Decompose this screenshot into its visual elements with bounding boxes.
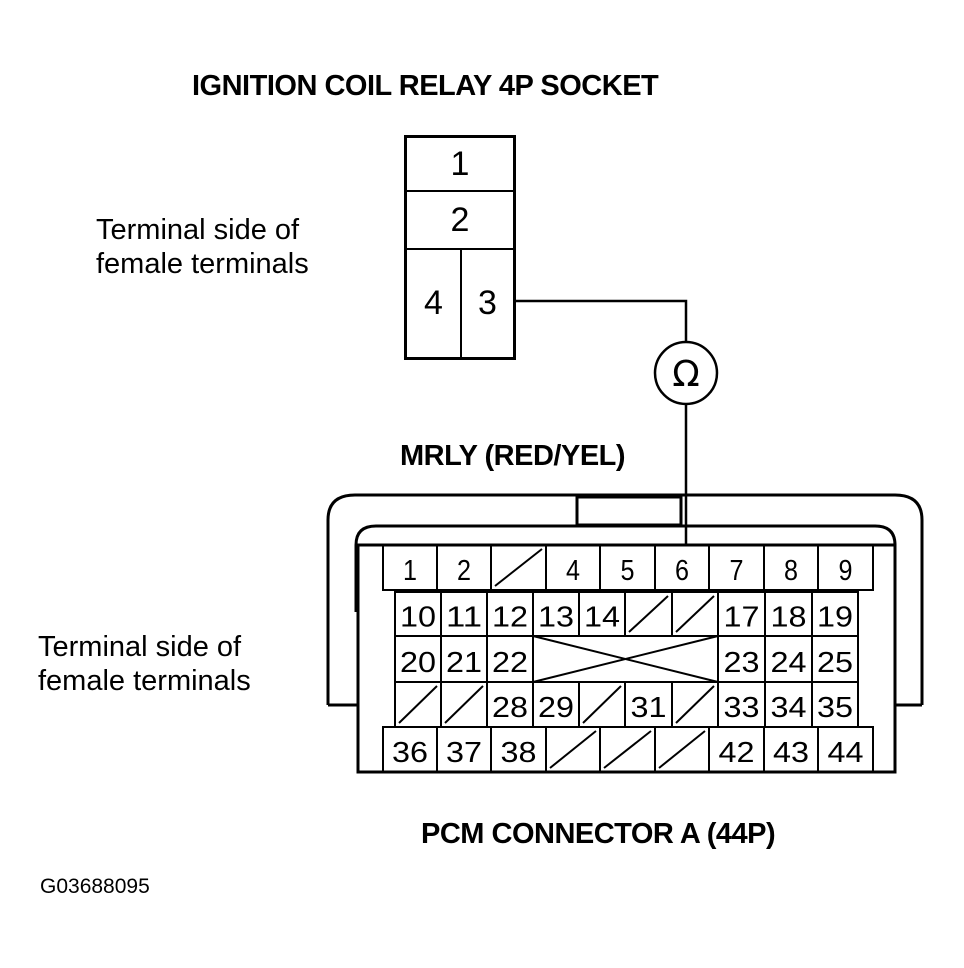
- pcm-pin-22: 22: [492, 647, 528, 679]
- pcm-terminal-note-line-2: female terminals: [38, 665, 251, 697]
- relay-pin-1: 1: [407, 138, 513, 192]
- ohmmeter-circle: [653, 340, 719, 406]
- pcm-pin-25: 25: [817, 647, 853, 679]
- pcm-blank-area-cross: [532, 635, 719, 683]
- pcm-pin-7: 7: [730, 555, 744, 587]
- pcm-pin-35: 35: [817, 692, 853, 724]
- pcm-pin-20: 20: [400, 647, 436, 679]
- pcm-pin-28: 28: [492, 692, 528, 724]
- pcm-pin-18: 18: [771, 601, 807, 633]
- relay-terminal-note-line-1: Terminal side of: [96, 214, 300, 246]
- pcm-pin-12: 12: [492, 601, 528, 633]
- relay-terminal-note-line-2: female terminals: [96, 248, 309, 280]
- pcm-pin-31: 31: [631, 692, 667, 724]
- relay-pin-3-label: 3: [478, 284, 497, 322]
- relay-pin-4: 4: [407, 250, 462, 357]
- relay-pin-3: 3: [462, 250, 513, 357]
- pcm-unused-slot-mark: [675, 595, 715, 633]
- pcm-cell-r1-c9: [817, 544, 874, 591]
- pcm-pin-10: 10: [400, 601, 436, 633]
- pcm-pin-34: 34: [771, 692, 807, 724]
- pcm-pin-42: 42: [719, 737, 755, 769]
- pcm-pin-17: 17: [724, 601, 760, 633]
- pcm-unused-slot-mark: [603, 730, 652, 769]
- pcm-pin-5: 5: [621, 555, 635, 587]
- pcm-pin-33: 33: [724, 692, 760, 724]
- pcm-unused-slot-mark: [582, 685, 622, 724]
- pcm-pin-11: 11: [446, 601, 482, 633]
- pcm-pin-24: 24: [771, 647, 807, 679]
- wire-label: MRLY (RED/YEL): [400, 440, 626, 472]
- figure-code: G03688095: [40, 875, 150, 898]
- pcm-unused-slot-mark: [398, 685, 438, 724]
- pcm-terminal-note-line-1: Terminal side of: [38, 631, 242, 663]
- pcm-pin-9: 9: [839, 555, 853, 587]
- relay-socket: 1 2 4 3: [404, 135, 516, 360]
- pcm-unused-slot-mark: [549, 730, 597, 769]
- pcm-pin-43: 43: [773, 737, 809, 769]
- pcm-pin-23: 23: [724, 647, 760, 679]
- relay-terminal-note: Terminal side of female terminals: [96, 213, 309, 281]
- housing-outer: [326, 493, 924, 705]
- ohmmeter: Ω: [653, 340, 719, 406]
- pcm-pin-8: 8: [784, 555, 798, 587]
- pcm-cell-r5-c9: [817, 726, 874, 773]
- pcm-unused-slot-mark: [675, 685, 715, 724]
- lock-tab: [575, 495, 683, 527]
- pcm-pin-6: 6: [675, 555, 689, 587]
- pcm-terminal-note: Terminal side of female terminals: [38, 630, 251, 698]
- relay-socket-title: IGNITION COIL RELAY 4P SOCKET: [192, 70, 659, 102]
- relay-pin-2-label: 2: [450, 200, 470, 239]
- pcm-pin-1: 1: [403, 555, 417, 587]
- pcm-pin-2: 2: [457, 555, 471, 587]
- pcm-unused-slot-mark: [494, 548, 543, 587]
- pcm-pin-37: 37: [446, 737, 482, 769]
- pcm-pin-14: 14: [584, 601, 620, 633]
- pcm-pin-36: 36: [392, 737, 428, 769]
- pcm-pin-21: 21: [446, 647, 482, 679]
- relay-pin-2: 2: [407, 192, 513, 250]
- pcm-pin-13: 13: [538, 601, 574, 633]
- pcm-connector-title: PCM CONNECTOR A (44P): [421, 818, 776, 850]
- relay-pin-1-label: 1: [450, 144, 470, 183]
- pcm-pin-4: 4: [566, 555, 580, 587]
- relay-pin-4-label: 4: [424, 284, 443, 322]
- ohm-icon: Ω: [672, 354, 700, 395]
- pcm-pin-29: 29: [538, 692, 574, 724]
- pcm-unused-slot-mark: [444, 685, 484, 724]
- pcm-unused-slot-mark: [628, 595, 669, 633]
- test-lead-to-relay: [516, 299, 688, 342]
- pcm-pin-44: 44: [828, 737, 864, 769]
- pcm-pin-19: 19: [817, 601, 853, 633]
- pcm-unused-slot-mark: [658, 730, 706, 769]
- pcm-pin-38: 38: [501, 737, 537, 769]
